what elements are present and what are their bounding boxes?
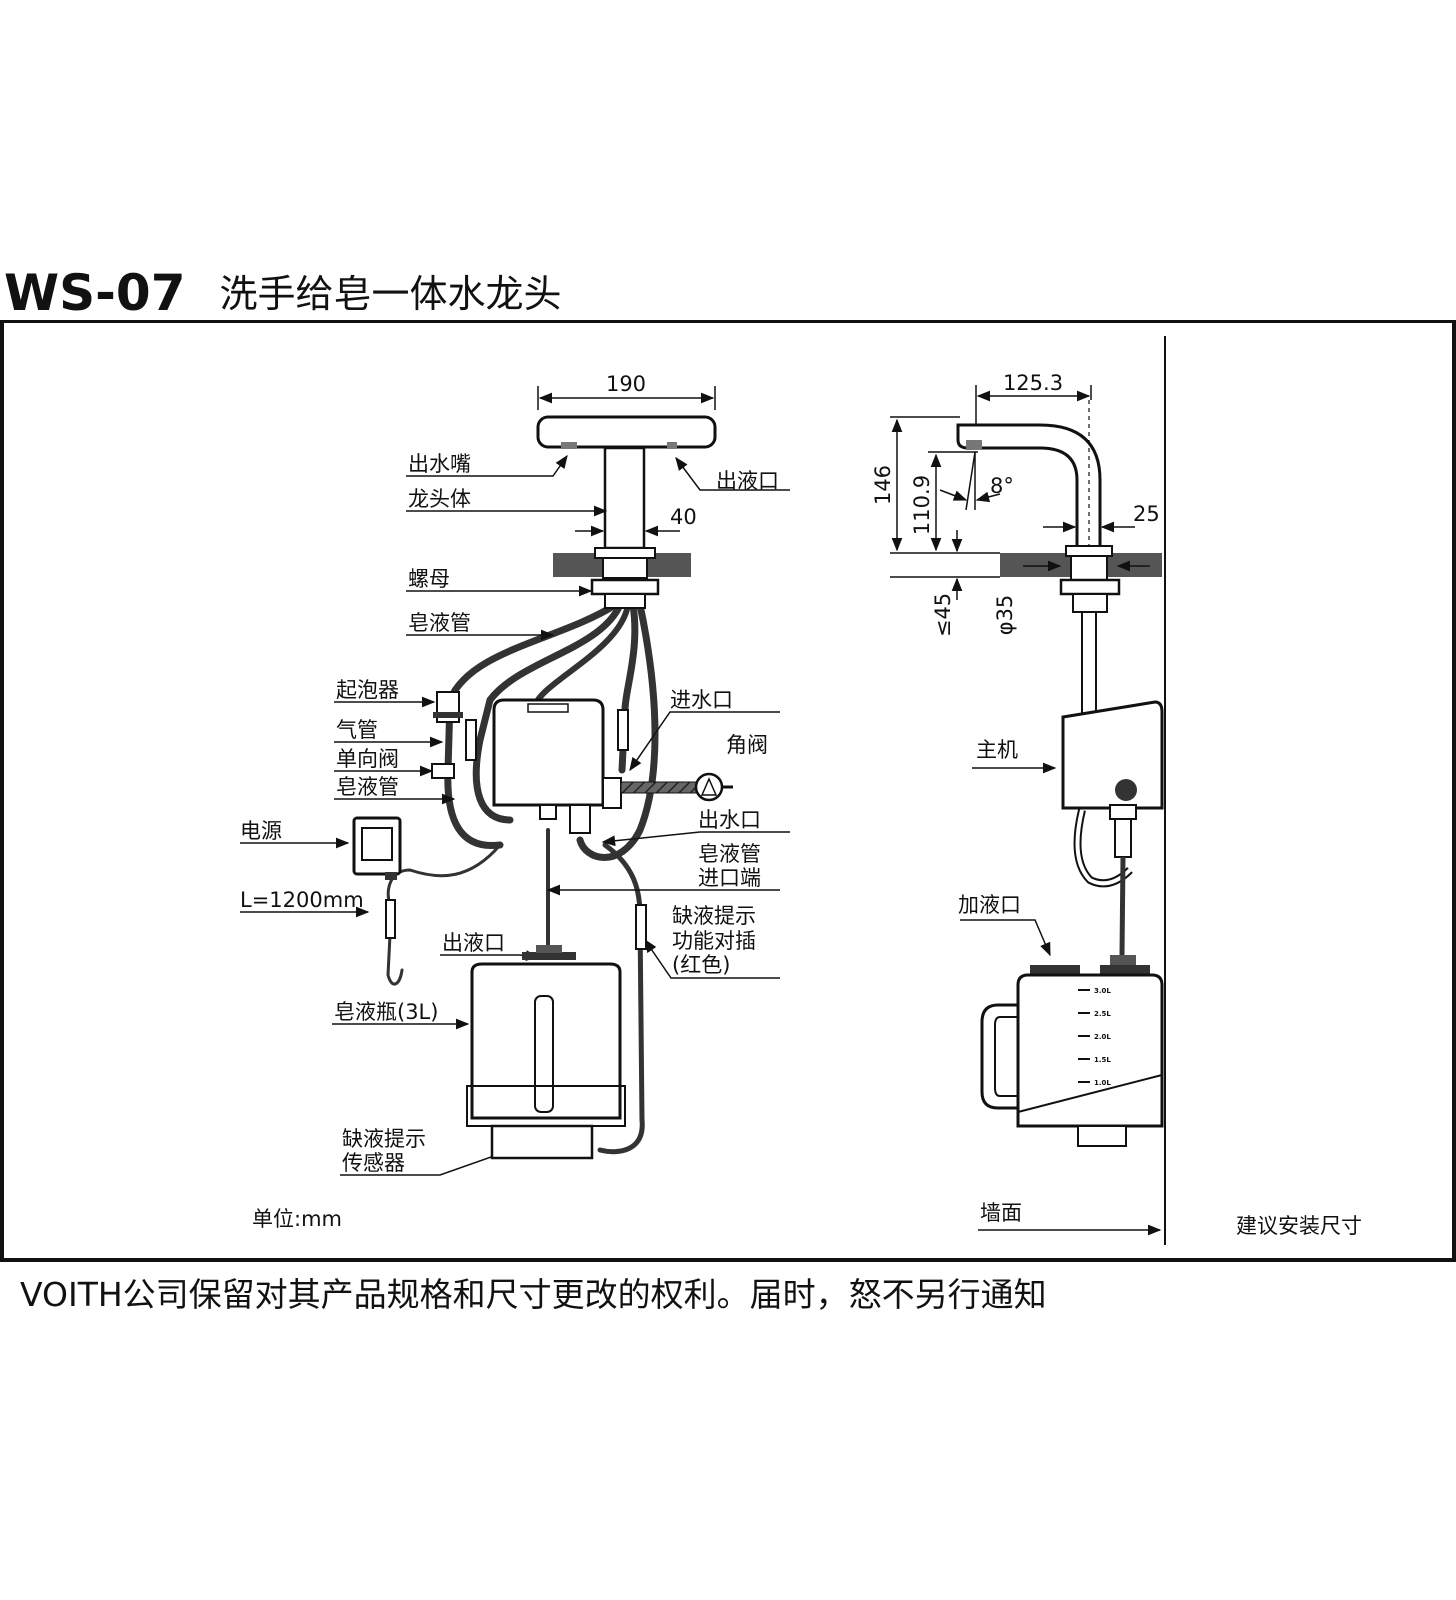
label-soap-tube-left: 皂液管 [336,775,399,799]
label-fill-port: 加液口 [958,893,1021,917]
dim-neck: 40 [670,505,697,529]
bottle-scale: 3.0L 2.5L 2.0L 1.5L 1.0L [1078,987,1111,1087]
label-caption: 建议安装尺寸 [1236,1214,1362,1238]
nut [590,578,660,596]
level-sensor [490,1124,594,1160]
label-check-valve: 单向阀 [336,747,399,771]
dim-cable-length: L=1200mm [240,888,364,912]
scale-3-0: 3.0L [1094,987,1111,995]
label-soap-inlet-1: 皂液管 [698,842,761,866]
label-foamer: 起泡器 [336,678,399,702]
label-power: 电源 [240,819,282,843]
label-soap-outlet-top: 出液口 [716,469,779,493]
dim-reach: 125.3 [1003,371,1063,395]
control-box [492,698,605,807]
dim-height-spout: 110.9 [910,475,934,535]
dim-hole-diameter: φ35 [993,595,1017,636]
spout-nozzle [561,442,577,449]
label-low-alert-1: 缺液提示 [672,904,756,928]
side-pipe [1081,611,1097,718]
faucet-body [603,446,646,550]
liquid-level [1017,1074,1163,1113]
power-connector [385,899,396,939]
label-body: 龙头体 [408,487,471,511]
model-number: WS-07 [4,264,186,322]
side-spout [956,423,1102,550]
title-row: WS-07 洗手给皂一体水龙头 [4,248,562,318]
bottle-window [534,995,554,1113]
outlet-cap [1100,965,1150,975]
scale-1-5: 1.5L [1094,1056,1111,1064]
label-main-unit: 主机 [976,738,1018,762]
label-wall: 墙面 [980,1201,1022,1225]
power-cable-lower [386,933,404,986]
alert-connector [635,904,647,950]
check-valve [431,763,455,779]
label-soap-inlet-2: 进口端 [698,866,761,890]
side-valve [1115,779,1137,801]
drawing-frame [0,320,1456,1262]
label-soap-bottle: 皂液瓶(3L) [334,1000,438,1024]
label-water-outlet: 出水口 [698,808,761,832]
dim-offset: 25 [1133,502,1160,526]
flange [594,547,656,559]
water-inlet-hose [618,601,639,774]
side-view: 3.0L 2.5L 2.0L 1.5L 1.0L [871,336,1362,1245]
fill-port-cap [1030,965,1080,975]
side-bottle [1016,973,1164,1128]
label-angle-valve: 角阀 [726,733,768,757]
label-air-tube: 气管 [336,718,378,742]
outlet-hose [576,601,659,861]
scale-1-0: 1.0L [1094,1079,1111,1087]
label-sensor-1: 缺液提示 [342,1127,426,1151]
label-low-alert-2: 功能对插 [672,929,756,953]
label-spout: 出水嘴 [408,452,471,476]
shank [602,557,648,579]
side-dimensions [890,385,1162,1236]
label-soap-tube-top: 皂液管 [408,611,471,635]
product-name: 洗手给皂一体水龙头 [219,272,562,317]
front-view: 190 40 [240,372,790,1231]
soap-nozzle [667,442,677,449]
inlet-connector [617,709,629,751]
technical-drawing: 190 40 [0,320,1456,1262]
scale-2-0: 2.0L [1094,1033,1111,1041]
dim-counter-thickness: ≤45 [931,593,955,637]
power-cable [386,843,502,907]
dim-angle: 8° [990,474,1014,498]
dim-height-total: 146 [871,465,895,505]
inlet-valve [602,777,622,809]
bottle-handle [980,1003,1018,1110]
pump-outlet [539,804,557,820]
connector [604,593,646,609]
bottle-cap [522,952,576,960]
pump-inlet [569,804,591,834]
soap-tube-top [532,602,631,708]
label-unit: 单位:mm [252,1207,342,1231]
scale-2-5: 2.5L [1094,1010,1111,1018]
braided-hose [620,781,700,794]
label-bottle-outlet: 出液口 [442,931,505,955]
air-connector [465,719,477,761]
dim-width: 190 [606,372,646,396]
disclaimer: VOITH公司保留对其产品规格和尺寸更改的权利。届时，怒不另行通知 [20,1275,1047,1314]
label-water-inlet: 进水口 [670,688,733,712]
label-sensor-2: 传感器 [342,1151,405,1175]
side-control-box [1061,700,1164,810]
air-tube [472,601,624,824]
label-nut: 螺母 [408,567,450,591]
label-low-alert-3: (红色) [672,953,730,977]
